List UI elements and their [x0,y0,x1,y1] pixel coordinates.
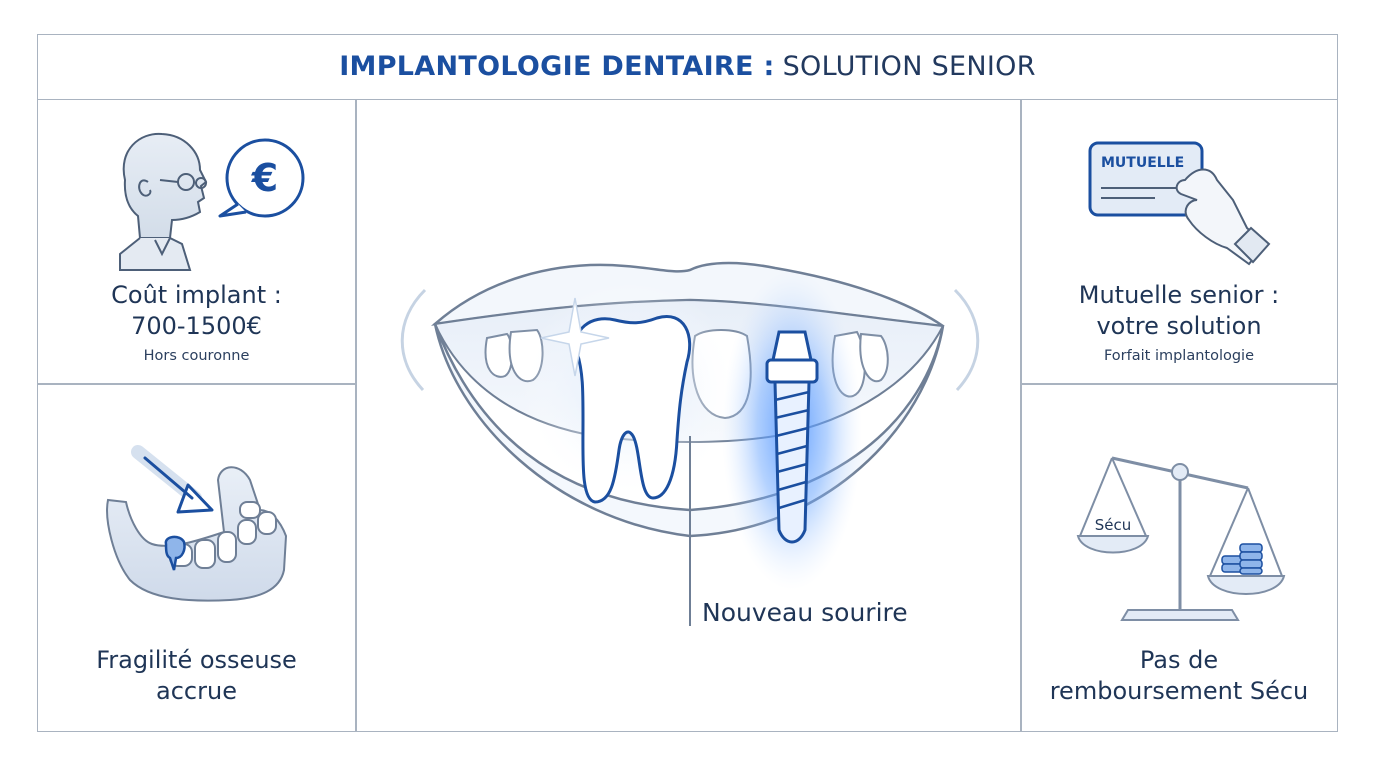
center-label: Nouveau sourire [702,598,908,627]
secu-panel: Pas de remboursement Sécu [1020,645,1338,707]
mutuelle-panel: Mutuelle senior : votre solution Forfait… [1020,280,1338,364]
page-title: IMPLANTOLOGIE DENTAIRE : SOLUTION SENIOR [37,34,1338,100]
cost-line2: 700-1500€ [131,312,262,340]
title-strong: IMPLANTOLOGIE DENTAIRE : [339,51,775,82]
smile-with-implant-icon [400,261,980,626]
secu-line2: remboursement Sécu [1049,677,1309,705]
cost-panel: Coût implant : 700-1500€ Hors couronne [37,280,356,364]
scale-label: Sécu [1095,516,1132,534]
bone-line1: Fragilité osseuse [96,646,297,674]
cost-sub: Hors couronne [143,348,250,364]
secu-line1: Pas de [1139,646,1219,674]
divider-left-mid [37,383,356,385]
jawbone-icon [106,445,288,602]
title-light: SOLUTION SENIOR [782,51,1036,82]
divider-right [1020,99,1022,732]
mutuelle-line1: Mutuelle senior : [1078,281,1280,309]
mutuelle-sub: Forfait implantologie [1103,348,1255,364]
euro-symbol: € [251,156,278,200]
bone-panel: Fragilité osseuse accrue [37,645,356,707]
cost-line1: Coût implant : [111,281,282,309]
card-label: MUTUELLE [1101,155,1184,171]
divider-left [355,99,357,732]
bone-line2: accrue [156,677,237,705]
mutuelle-line2: votre solution [1096,312,1262,340]
senior-with-euro-bubble-icon: € [119,132,305,271]
divider-right-mid [1020,383,1338,385]
insurance-card-hand-icon: MUTUELLE [1088,141,1271,266]
balance-scale-icon: Sécu [1076,456,1286,621]
